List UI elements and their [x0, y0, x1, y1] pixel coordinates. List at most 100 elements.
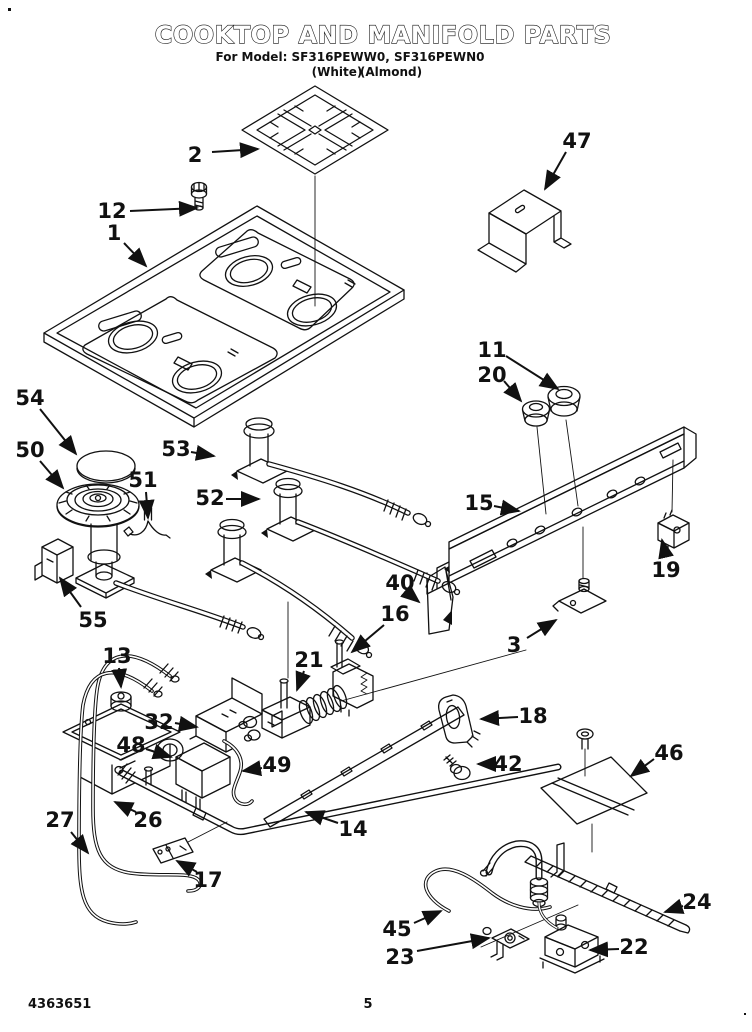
rail-24	[524, 855, 691, 934]
grommet-11	[547, 385, 581, 507]
callout-arrow-46	[629, 758, 655, 778]
callout-arrow-18	[479, 710, 519, 727]
callout-20: 20	[477, 363, 506, 387]
callout-arrow-45	[413, 910, 443, 926]
callout-arrow-14	[304, 810, 339, 826]
plate-46	[540, 728, 648, 853]
switch-19	[657, 459, 690, 553]
valve-21	[238, 601, 527, 742]
callout-arrow-50	[39, 460, 65, 490]
callout-27: 27	[45, 808, 74, 832]
bracket-3	[552, 526, 607, 614]
callout-22: 22	[619, 935, 648, 959]
callout-49: 49	[262, 753, 291, 777]
box-48	[175, 742, 231, 813]
callout-14: 14	[338, 817, 367, 841]
callout-46: 46	[654, 741, 683, 765]
callout-arrow-51	[138, 491, 155, 520]
manifold-panel-15	[426, 426, 697, 595]
callout-48: 48	[116, 733, 145, 757]
callout-53: 53	[161, 437, 190, 461]
bracket-17	[152, 821, 228, 864]
model-line: For Model: SF316PEWW0, SF316PEWN0	[215, 50, 484, 64]
callout-19: 19	[651, 558, 680, 582]
finish-almond-label: (Almond)	[360, 65, 422, 79]
regulator-13	[62, 691, 184, 795]
cooktop-panel	[43, 205, 405, 428]
callout-arrow-55	[58, 576, 82, 608]
callouts-layer: 1231112131415161718192021222324262732404…	[15, 129, 711, 969]
tube-26	[91, 654, 202, 893]
leader-line	[480, 904, 579, 948]
callout-arrow-19	[658, 538, 674, 560]
callout-15: 15	[464, 491, 493, 515]
burner-tube-53	[231, 417, 432, 528]
callout-17: 17	[193, 868, 222, 892]
grommet-20	[521, 400, 551, 515]
callout-arrow-13	[111, 667, 128, 689]
callout-arrow-2	[211, 142, 260, 159]
callout-55: 55	[78, 608, 107, 632]
callout-23: 23	[385, 945, 414, 969]
callout-arrow-21	[295, 670, 311, 692]
burner-grate	[241, 85, 389, 307]
manifold-rail	[263, 706, 465, 828]
callout-arrow-53	[190, 445, 216, 461]
callout-16: 16	[380, 602, 409, 626]
screw-42	[443, 754, 471, 781]
corner-mark-2	[744, 1013, 746, 1015]
burner-cap-54	[76, 450, 136, 484]
end-cap-40	[426, 566, 454, 635]
callout-18: 18	[518, 704, 547, 728]
callout-arrow-11	[505, 355, 560, 391]
callout-40: 40	[385, 571, 414, 595]
callout-arrow-16	[350, 624, 385, 654]
page-number: 5	[363, 997, 372, 1012]
igniter-switch-16	[330, 639, 374, 717]
callout-3: 3	[507, 633, 522, 657]
callout-arrow-22	[588, 941, 620, 958]
callout-arrow-24	[663, 898, 685, 914]
callout-arrow-23	[416, 933, 491, 952]
bracket-18	[438, 694, 481, 748]
callout-21: 21	[294, 648, 323, 672]
burner-head-50	[56, 483, 140, 599]
screw-12	[190, 181, 208, 211]
document-number: 4363651	[28, 997, 91, 1012]
callout-2: 2	[188, 143, 203, 167]
callout-arrow-15	[493, 499, 521, 516]
callout-1: 1	[107, 221, 122, 245]
callout-arrow-40	[400, 584, 421, 604]
elbow-pipe	[479, 840, 565, 908]
callout-45: 45	[382, 917, 411, 941]
callout-arrow-48	[145, 743, 173, 760]
igniter-bracket-23	[482, 926, 530, 961]
callout-arrow-12	[129, 200, 199, 217]
tube-27	[77, 670, 163, 926]
callout-arrow-54	[39, 408, 78, 456]
wire-49	[222, 739, 254, 807]
callout-13: 13	[102, 644, 131, 668]
callout-arrow-3	[526, 618, 558, 639]
callout-arrow-1	[123, 242, 148, 268]
callout-arrow-32	[174, 715, 199, 732]
burner-tube-52	[261, 477, 461, 596]
wire-45	[423, 867, 552, 913]
callout-arrow-47	[544, 151, 567, 191]
bracket-47	[477, 189, 572, 273]
callout-52: 52	[195, 486, 224, 510]
callout-arrow-49	[241, 760, 263, 777]
bracket-55	[34, 538, 74, 584]
valve-22	[537, 901, 605, 974]
callout-42: 42	[493, 752, 522, 776]
burner-tube-left	[113, 580, 265, 641]
callout-arrow-26	[113, 801, 137, 817]
callout-26: 26	[133, 808, 162, 832]
callout-12: 12	[97, 199, 126, 223]
callout-24: 24	[682, 890, 711, 914]
manifold-pipe-14	[114, 763, 562, 836]
finish-white-label: (White)	[312, 65, 363, 79]
corner-mark	[8, 8, 11, 11]
